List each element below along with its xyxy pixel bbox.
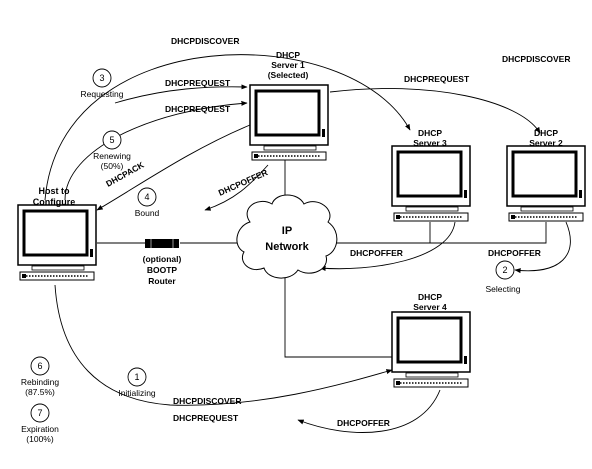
host-label-2: Configure — [33, 197, 76, 207]
offer-s2-arrow — [514, 221, 571, 274]
step-6-number: 6 — [37, 361, 42, 371]
server2-computer — [505, 144, 587, 223]
offer-s4-arrow — [297, 389, 441, 433]
server4-label-2: Server 4 — [413, 302, 447, 312]
server3-label-1: DHCP — [418, 128, 442, 138]
server2-label-2: Server 2 — [529, 138, 563, 148]
step-2-label: Selecting — [486, 284, 521, 294]
step-1-label: Initializing — [118, 388, 156, 398]
step-4-number: 4 — [144, 192, 149, 202]
server4-computer — [390, 310, 472, 389]
server1-computer — [248, 83, 330, 162]
step-7-label-2: (100%) — [26, 434, 54, 444]
network-label-1: IP — [282, 225, 292, 237]
request-s1a-label: DHCPREQUEST — [165, 78, 231, 88]
step-2-number: 2 — [502, 265, 507, 275]
host-label-1: Host to — [39, 186, 70, 196]
server3-label-2: Server 3 — [413, 138, 447, 148]
network-servers-link — [332, 222, 547, 244]
discover-bottom-arrow — [54, 284, 393, 406]
offer-net-arrow — [319, 221, 456, 271]
title-label: DHCPDISCOVER — [502, 54, 570, 64]
step-4: 4 Bound — [135, 187, 160, 218]
step-1-number: 1 — [134, 372, 139, 382]
ack-arrow — [96, 124, 251, 211]
router-label-2: BOOTP — [147, 265, 178, 275]
ip-network-cloud — [236, 194, 338, 279]
step-6-label-2: (87.5%) — [25, 387, 55, 397]
offer-s1-arrow — [204, 164, 269, 211]
step-5-label: Renewing — [93, 151, 131, 161]
step-2: 2 Selecting — [486, 260, 521, 294]
request-top-label: DHCPREQUEST — [404, 74, 470, 84]
request-s1a-arrow — [114, 84, 248, 104]
discover-bottom-label: DHCPDISCOVER — [173, 396, 241, 406]
network-label-2: Network — [265, 241, 309, 253]
server4-label-1: DHCP — [418, 292, 442, 302]
request-s1b-label: DHCPREQUEST — [165, 104, 231, 114]
router-label-3: Router — [148, 276, 176, 286]
offer-s1-label: DHCPOFFER — [217, 167, 269, 198]
step-7: 7 Expiration (100%) — [21, 403, 59, 444]
step-6: 6 Rebinding (87.5%) — [21, 356, 60, 397]
router-label-1: (optional) — [143, 254, 182, 264]
step-3: 3 Requesting — [80, 68, 124, 99]
offer-net-label: DHCPOFFER — [350, 248, 403, 258]
offer-s4-label: DHCPOFFER — [337, 418, 390, 428]
server1-label-1: DHCP — [276, 50, 300, 60]
step-1: 1 Initializing — [118, 367, 156, 398]
host-computer — [16, 203, 98, 282]
server1-label-2: Server 1 — [271, 60, 305, 70]
step-5: 5 Renewing (50%) — [93, 130, 131, 171]
discover-top-label: DHCPDISCOVER — [171, 36, 239, 46]
step-6-label: Rebinding — [21, 377, 60, 387]
step-3-label: Requesting — [80, 89, 123, 99]
server2-label-1: DHCP — [534, 128, 558, 138]
step-7-label: Expiration — [21, 424, 59, 434]
step-7-number: 7 — [37, 408, 42, 418]
step-5-number: 5 — [109, 135, 114, 145]
bootp-router — [145, 239, 179, 248]
network-server4-link — [284, 270, 392, 358]
request-top-arrow — [329, 88, 541, 134]
step-4-label: Bound — [135, 208, 160, 218]
request-bottom-label: DHCPREQUEST — [173, 413, 239, 423]
step-3-number: 3 — [99, 73, 104, 83]
server1-label-3: (Selected) — [268, 70, 309, 80]
server3-computer — [390, 144, 472, 223]
offer-s2-label: DHCPOFFER — [488, 248, 541, 258]
step-5-label-2: (50%) — [101, 161, 124, 171]
